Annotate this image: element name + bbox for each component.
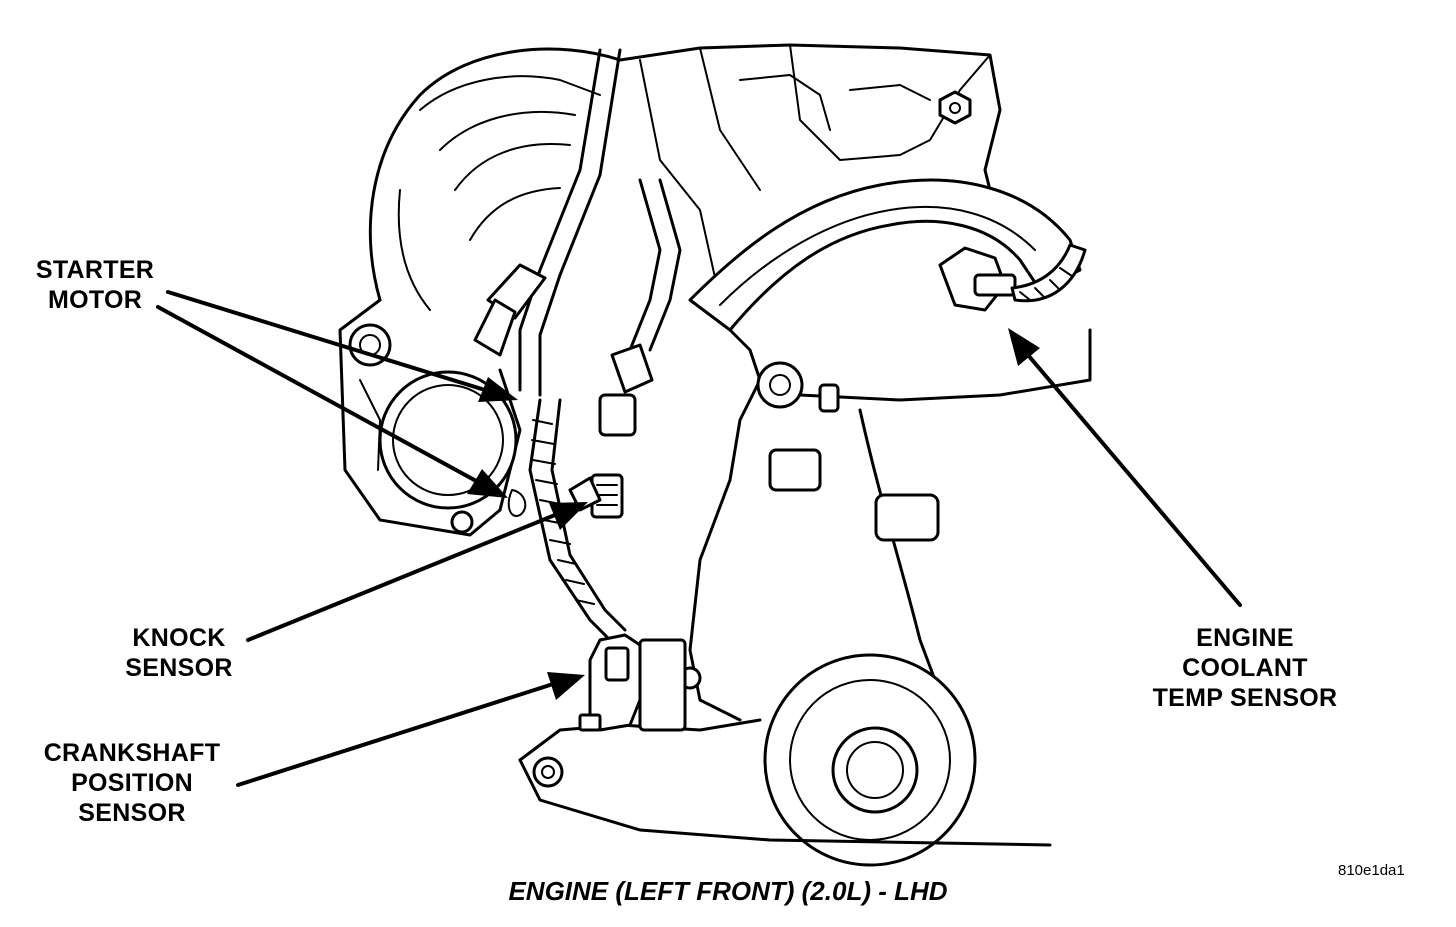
crankshaft-pulley [518,653,1052,867]
starter-motor-arrow-lower [156,305,508,498]
starter-motor-arrow-upper [166,290,518,402]
starter-motor-label: STARTER MOTOR [20,255,170,315]
label-line: SENSOR [125,654,233,682]
label-line: SENSOR [78,799,186,827]
figure-caption: ENGINE (LEFT FRONT) (2.0L) - LHD [508,876,948,906]
engine-block [338,43,1002,537]
label-line: KNOCK [132,624,226,652]
crankshaft-sensor-arrow [236,672,585,787]
label-line: COOLANT [1182,654,1308,682]
knock-sensor-arrow [246,502,588,642]
timing-cover [688,328,1092,722]
label-line: TEMP SENSOR [1152,684,1338,712]
coolant-sensor-arrow [1008,328,1242,607]
label-line: ENGINE [1196,624,1294,652]
knock-sensor-label: KNOCK SENSOR [104,623,254,683]
figure-id: 810e1da1 [1338,862,1405,879]
label-line: STARTER [35,256,155,284]
wiring-harness [473,48,682,642]
label-line: CRANKSHAFT [43,739,221,767]
coolant-temp-sensor-illustration [938,243,1087,312]
label-line: MOTOR [47,286,143,314]
callout-arrows [156,290,1242,787]
coolant-hose [688,178,1082,332]
engine-coolant-temp-sensor-label: ENGINE COOLANT TEMP SENSOR [1140,623,1350,713]
crankshaft-position-sensor-label: CRANKSHAFT POSITION SENSOR [42,738,222,828]
label-line: POSITION [71,769,193,797]
crankshaft-sensor-illustration [578,633,687,732]
